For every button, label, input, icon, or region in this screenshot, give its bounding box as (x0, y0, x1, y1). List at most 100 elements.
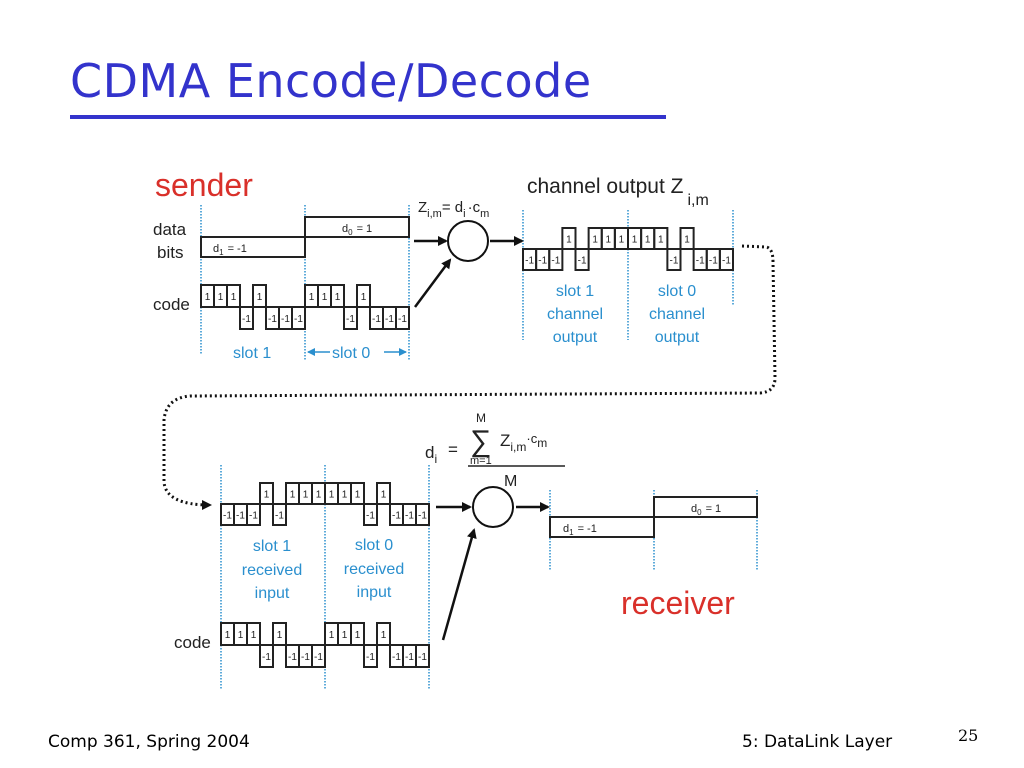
channel-slot0-chip (679, 227, 695, 250)
svg-text:slot 1: slot 1 (556, 283, 594, 300)
receiver-code-slot1-chip-value: 1 (251, 630, 257, 641)
receiver-d0-label: d0= 1 (691, 503, 721, 517)
received-slot1-chip-value: 1 (303, 490, 309, 501)
channel-slot1-chip (548, 248, 564, 271)
svg-text:M: M (476, 411, 486, 425)
sender-code-slot1-chip-value: 1 (231, 292, 237, 303)
channel-slot0-chip-value: -1 (669, 256, 678, 267)
receiver-code-slot1-chip-value: 1 (277, 630, 283, 641)
received-slot0-chip (415, 503, 430, 526)
sender-code-slot0-chip-value: 1 (335, 292, 341, 303)
receiver-code-slot0-chip-value: 1 (342, 630, 348, 641)
receiver-data-bits: d1= -1 d0= 1 (549, 496, 758, 538)
received-slot1-chip-value: -1 (236, 511, 245, 522)
receiver-d0-box (653, 496, 758, 518)
received-slot0-chip (376, 482, 391, 505)
slide-title: CDMA Encode/Decode (70, 54, 592, 108)
sender-code-slot0-chip-value: -1 (398, 314, 407, 325)
encode-formula: Zi,m= di·cm (418, 199, 489, 220)
receiver-code-slot1-chip-value: -1 (301, 652, 310, 663)
svg-text:output: output (553, 329, 598, 346)
sender-code-slot1-chip (226, 284, 241, 308)
receiver-label: receiver (621, 585, 735, 621)
sender-slot0-label: slot 0 (332, 345, 370, 362)
receiver-code-slot0-chip (363, 644, 378, 668)
channel-slot1-chip-value: -1 (525, 256, 534, 267)
code-to-encoder-arrow (413, 258, 452, 308)
sender-code-slot0-chip-value: 1 (322, 292, 328, 303)
decoder-multiplier (472, 486, 514, 528)
receiver-code-slot0-chip (350, 622, 365, 646)
sender-code-slot1-chip (252, 284, 267, 308)
received-slot1-chip (272, 503, 287, 526)
receiver-code-slot0-chip-value: -1 (366, 652, 375, 663)
received-slot1-chip-value: -1 (249, 511, 258, 522)
received-slot1-chip-value: 1 (316, 490, 322, 501)
channel-slot1-chip-value: -1 (538, 256, 547, 267)
received-slot1-chip-value: -1 (223, 511, 232, 522)
channel-slot0-chip-value: 1 (684, 235, 690, 246)
sender-code-slot1-chip-value: 1 (205, 292, 211, 303)
sender-d1-label: d1= -1 (213, 243, 247, 257)
decode-formula: di = M ∑ m=1 Zi,m·cm M (425, 411, 565, 490)
receiver-code-slot0-chip (376, 622, 391, 646)
sender-code-slot1-chip (239, 306, 254, 330)
receiver-code-slot1-chip-value: -1 (288, 652, 297, 663)
sender-d1-box (200, 236, 306, 258)
svg-text:received: received (344, 561, 404, 578)
sender-code-label: code (153, 295, 190, 314)
sender-data-bits: d1= -1 d0= 1 (200, 216, 410, 258)
svg-text:m=1: m=1 (470, 455, 492, 467)
received-slot0-chip (350, 482, 365, 505)
svg-text:di: di (425, 443, 437, 466)
received-slot0-chip-value: 1 (381, 490, 387, 501)
svg-text:input: input (255, 585, 290, 602)
received-slot0-chip-value: -1 (405, 511, 414, 522)
sender-label: sender (155, 167, 253, 203)
sender-code-slot1-chip-value: -1 (294, 314, 303, 325)
receiver-code-label: code (174, 633, 211, 652)
receiver-code-slot1-chip-value: -1 (262, 652, 271, 663)
receiver-code-slot1-chip (311, 644, 326, 668)
receiver-code-slot1-chip (272, 622, 287, 646)
channel-slot1-label: slot 1 channel output (547, 283, 603, 346)
receiver-code-slot0-chip-value: -1 (418, 652, 427, 663)
sender-code-slot1-chip-value: 1 (218, 292, 224, 303)
receiver-code-slot1-chip-value: 1 (225, 630, 231, 641)
svg-text:=: = (448, 440, 458, 459)
receiver-code-slot1-chip-value: -1 (314, 652, 323, 663)
svg-text:received: received (242, 562, 302, 579)
received-slot0-chip-value: -1 (418, 511, 427, 522)
channel-slot0-chip-value: 1 (645, 235, 651, 246)
sender-code-slot1-chip (291, 306, 306, 330)
sender-code-slot0-chip-value: -1 (346, 314, 355, 325)
code-to-decoder-arrow (441, 528, 477, 641)
svg-text:slot 1: slot 1 (253, 538, 291, 555)
svg-text:∑: ∑ (470, 425, 491, 458)
encoder-multiplier (447, 220, 489, 262)
received-slot0-label: slot 0 received input (344, 537, 404, 601)
page-number: 25 (958, 726, 979, 745)
data-bits-label-1: data (153, 220, 187, 239)
sender-code-slot1-chip-value: 1 (257, 292, 263, 303)
received-slot1-chip-value: -1 (275, 511, 284, 522)
received-slot0-chip-value: 1 (342, 490, 348, 501)
receiver-code-slot0-chip-value: 1 (329, 630, 335, 641)
receiver-code-slot0-chip-value: 1 (381, 630, 387, 641)
footer-chapter: 5: DataLink Layer (742, 732, 893, 752)
channel-slot0-label: slot 0 channel output (649, 283, 705, 346)
sender-code-slot1-chip-value: -1 (242, 314, 251, 325)
received-slot0-chip-value: -1 (392, 511, 401, 522)
channel-slot1-chip-value: 1 (606, 235, 612, 246)
channel-connector (162, 244, 777, 510)
received-slot1-chip-value: 1 (290, 490, 296, 501)
receiver-d1-box (549, 516, 655, 538)
received-slot1-chip (246, 503, 261, 526)
svg-text:slot 0: slot 0 (658, 283, 696, 300)
svg-text:M: M (504, 473, 517, 490)
channel-slot0-chip-value: -1 (709, 256, 718, 267)
